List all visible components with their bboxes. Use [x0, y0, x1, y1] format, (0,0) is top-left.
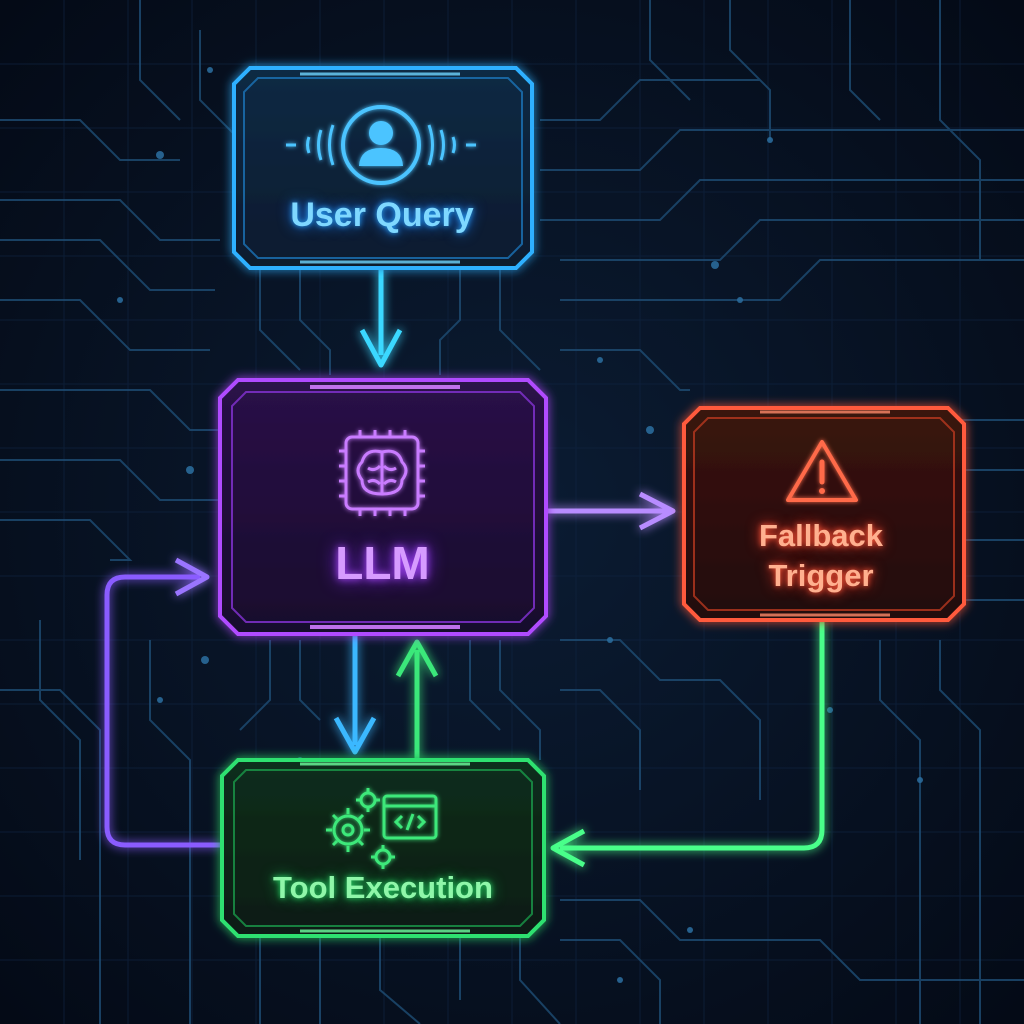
node-llm	[218, 378, 548, 636]
node-user-query	[232, 66, 534, 270]
edge-tool-to-llm-up	[395, 639, 439, 760]
brain-chip-icon	[339, 430, 425, 516]
warning-icon	[786, 440, 858, 502]
gears-code-icon	[326, 788, 438, 869]
fallback-label-line1: Fallback	[758, 518, 884, 553]
edge-tool-to-llm-loop	[104, 557, 222, 848]
edge-fallback-to-tool	[550, 618, 825, 868]
node-fallback-trigger	[682, 406, 966, 622]
user-query-label: User Query	[290, 196, 474, 234]
edge-llm-to-tool	[333, 634, 377, 755]
edge-user-to-llm	[359, 268, 403, 368]
fallback-label-line2: Trigger	[768, 558, 874, 593]
fallback-trigger-label: Fallback Trigger	[690, 516, 952, 596]
tool-execution-label: Tool Execution	[273, 870, 493, 905]
user-voice-icon	[286, 105, 476, 185]
edge-llm-to-fallback	[547, 491, 676, 531]
llm-label: LLM	[335, 537, 430, 589]
